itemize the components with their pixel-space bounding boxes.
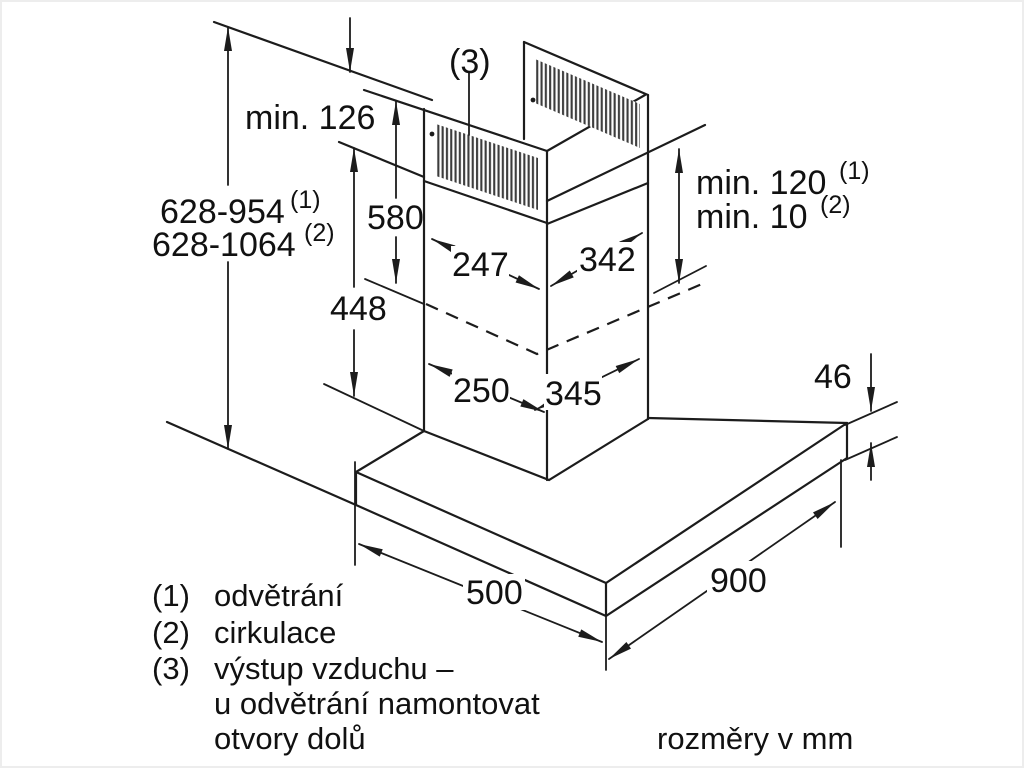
dim-label-900: 900 [710, 562, 767, 600]
dim-label-min120: min. 120 [696, 164, 826, 202]
dim-sup-min120: (1) [839, 157, 870, 185]
hidden-joint-dashed-line [425, 282, 703, 356]
dim-label-342: 342 [579, 241, 636, 279]
ceiling-line [212, 20, 434, 102]
legend-3-cont-2: otvory dolů [214, 721, 366, 756]
legend-3-num: (3) [152, 651, 190, 686]
unit-note: rozměry v mm [657, 721, 853, 756]
dim-label-345: 345 [545, 375, 602, 413]
legend-1-num: (1) [152, 578, 190, 613]
dim-label-580: 580 [367, 199, 424, 237]
dim-label-height-vented: 628-954 [160, 193, 285, 231]
chimney-flue-outline [337, 40, 707, 482]
dim-label-250: 250 [453, 372, 510, 410]
screw-dot [530, 97, 536, 103]
legend-3-text: výstup vzduchu – [214, 651, 454, 686]
legend: (1) odvětrání (2) cirkulace (3) výstup v… [152, 578, 540, 756]
dim-label-min126: min. 126 [245, 99, 375, 137]
dim-label-46: 46 [814, 358, 852, 396]
dimension-labels: min. 126 628-954 (1) 628-1064 (2) 580 44… [152, 43, 870, 612]
legend-2-text: cirkulace [214, 615, 336, 650]
screw-dot [429, 131, 435, 137]
callout-3-label: (3) [449, 43, 491, 81]
label-masks [451, 242, 771, 610]
dim-label-247: 247 [452, 246, 509, 284]
dim-sup-height-recirc: (2) [304, 219, 335, 247]
dim-sup-min10: (2) [820, 191, 851, 219]
dim-label-min10: min. 10 [696, 198, 808, 236]
vent-grille-right [530, 59, 640, 148]
dim-label-448: 448 [330, 290, 387, 328]
dim-sup-height-vented: (1) [290, 186, 321, 214]
legend-2-num: (2) [152, 615, 190, 650]
dim-label-500: 500 [466, 574, 523, 612]
legend-1-text: odvětrání [214, 578, 344, 613]
legend-3-cont-1: u odvětrání namontovat [214, 686, 540, 721]
dim-label-height-recirc: 628-1064 [152, 226, 296, 264]
vent-grille-left [429, 124, 538, 210]
